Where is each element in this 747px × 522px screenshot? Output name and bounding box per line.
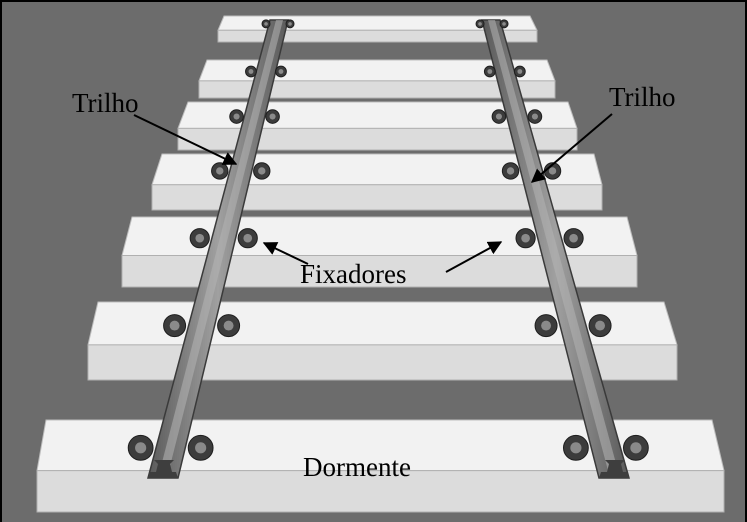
fastener-bolt <box>264 22 268 26</box>
fastener-bolt <box>549 167 556 174</box>
label-trilho-left: Trilho <box>72 90 139 117</box>
fastener-bolt <box>216 167 223 174</box>
fastener-bolt <box>532 113 538 119</box>
fastener-bolt <box>478 22 482 26</box>
fastener-bolt <box>195 234 204 243</box>
fastener-bolt <box>502 22 506 26</box>
fastener-bolt <box>243 234 252 243</box>
label-dormente: Dormente <box>303 454 411 481</box>
fastener-bolt <box>595 321 605 331</box>
fastener-bolt <box>258 167 265 174</box>
fastener-bolt <box>269 113 275 119</box>
fastener-bolt <box>630 442 641 453</box>
fastener-bolt <box>233 113 239 119</box>
fastener-bolt <box>517 69 522 74</box>
fastener-bolt <box>521 234 530 243</box>
fastener-bolt <box>570 442 581 453</box>
fastener-bolt <box>135 442 146 453</box>
fastener-bolt <box>496 113 502 119</box>
fastener-bolt <box>170 321 180 331</box>
fastener-bolt <box>279 69 284 74</box>
fastener-bolt <box>195 442 206 453</box>
fastener-bolt <box>224 321 234 331</box>
fastener-bolt <box>288 22 292 26</box>
label-fixadores: Fixadores <box>300 261 406 288</box>
label-trilho-right: Trilho <box>609 84 676 111</box>
fastener-bolt <box>507 167 514 174</box>
fastener-bolt <box>249 69 254 74</box>
fastener-bolt <box>487 69 492 74</box>
fastener-bolt <box>569 234 578 243</box>
fastener-bolt <box>541 321 551 331</box>
